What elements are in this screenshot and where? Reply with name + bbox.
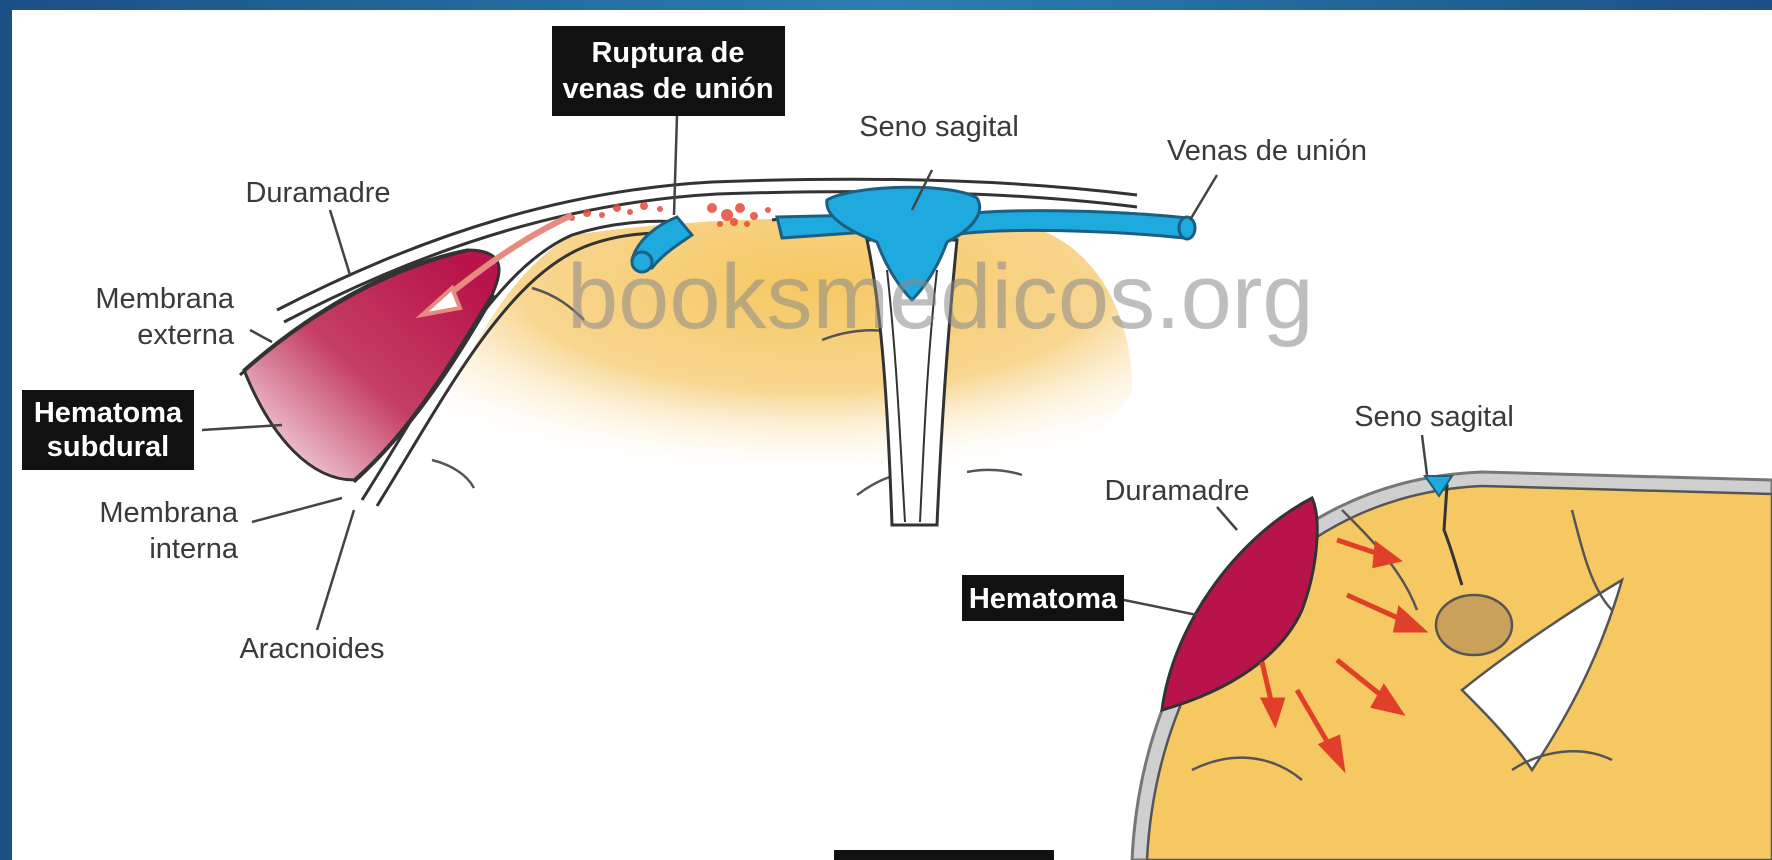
bottom-cut-label-box (834, 850, 1054, 860)
coronal-inset: Seno sagital Duramadre Hema (962, 401, 1772, 860)
label-ruptura-box: Ruptura de venas de unión (552, 26, 785, 116)
label-hematoma-subdural-line2: subdural (47, 431, 169, 463)
label-membrana-externa-line2: externa (137, 319, 235, 351)
label-aracnoides: Aracnoides (239, 633, 384, 665)
label-venas-de-union: Venas de unión (1167, 135, 1367, 167)
label-duramadre-inset: Duramadre (1104, 475, 1249, 507)
diagram-frame: booksmedicos.org Ruptura de venas de uni… (12, 10, 1772, 860)
label-membrana-externa-line1: Membrana (95, 283, 234, 315)
label-seno-sagital-inset: Seno sagital (1354, 401, 1514, 433)
subdural-hematoma-diagram: booksmedicos.org Ruptura de venas de uni… (12, 10, 1772, 860)
label-hematoma-subdural-box: Hematoma subdural (22, 390, 194, 470)
label-hematoma-inset: Hematoma (969, 583, 1118, 615)
label-ruptura-line1: Ruptura de (591, 37, 744, 69)
watermark-text: booksmedicos.org (567, 246, 1314, 348)
label-membrana-interna-line2: interna (149, 533, 239, 565)
label-hematoma-subdural-line1: Hematoma (34, 397, 183, 429)
label-membrana-interna-line1: Membrana (99, 497, 238, 529)
top-border-bar (0, 0, 1772, 10)
label-ruptura-line2: venas de unión (562, 73, 773, 105)
label-seno-sagital: Seno sagital (859, 111, 1019, 143)
label-duramadre: Duramadre (245, 177, 390, 209)
